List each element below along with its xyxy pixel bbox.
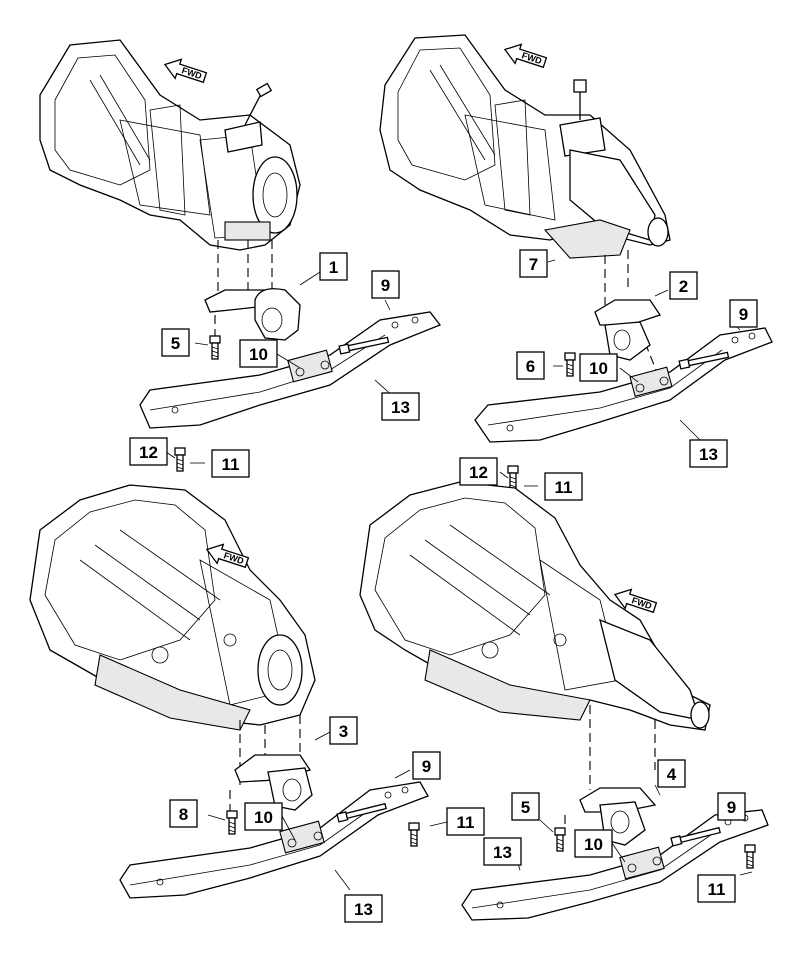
automatic-transmission-bottom-right	[359, 481, 711, 731]
svg-text:13: 13	[391, 398, 410, 417]
callout-6: 6	[516, 351, 545, 380]
callout-13: 13	[381, 392, 420, 421]
mount-1-insulator	[204, 288, 301, 341]
callout-10: 10	[574, 829, 613, 858]
callout-3: 3	[329, 716, 358, 745]
svg-text:12: 12	[469, 463, 488, 482]
svg-text:9: 9	[727, 798, 736, 817]
svg-text:3: 3	[339, 722, 348, 741]
callout-8: 8	[169, 799, 198, 828]
fwd-arrow-bottom-right: FWD	[613, 588, 658, 614]
callout-12: 12	[129, 437, 168, 466]
svg-text:1: 1	[329, 258, 338, 277]
callout-5: 5	[511, 792, 540, 821]
bolt-11-bottom-left	[408, 822, 420, 847]
automatic-transmission-bottom-left	[29, 484, 316, 731]
callout-4: 4	[657, 759, 686, 788]
svg-text:13: 13	[493, 843, 512, 862]
svg-text:5: 5	[521, 798, 530, 817]
callout-9: 9	[729, 299, 758, 328]
svg-text:13: 13	[354, 900, 373, 919]
callout-11: 11	[211, 449, 250, 478]
leader-lines-top-left	[165, 271, 396, 464]
bolt-6-top-right	[564, 352, 576, 377]
callout-7: 7	[519, 249, 548, 278]
svg-text:10: 10	[249, 345, 268, 364]
callout-1: 1	[319, 252, 348, 281]
svg-text:4: 4	[667, 765, 677, 784]
svg-text:9: 9	[422, 757, 431, 776]
dash-lines-bottom-right	[564, 705, 656, 830]
svg-text:11: 11	[708, 880, 726, 899]
callout-2: 2	[669, 271, 698, 300]
callout-boxes: 1 9 5 10 13 12 11 7 2 9 6 10 13 12 11 3 …	[129, 249, 758, 923]
bolt-12-top-left	[174, 447, 186, 472]
svg-text:11: 11	[555, 478, 573, 497]
leader-lines-bottom-left	[207, 731, 448, 891]
leader-lines-top-right	[499, 259, 741, 487]
bolt-5-bottom-right	[554, 827, 566, 852]
svg-text:10: 10	[589, 359, 608, 378]
svg-text:5: 5	[171, 334, 180, 353]
mount-2-insulator	[594, 299, 662, 361]
callout-10: 10	[244, 802, 283, 831]
bolt-12-top-right	[507, 465, 519, 490]
crossmember-13-top-right	[474, 327, 773, 443]
bolt-5-top-left	[209, 335, 221, 360]
callout-11: 11	[446, 807, 485, 836]
fwd-arrow-top-left: FWD	[163, 58, 208, 84]
svg-text:11: 11	[457, 813, 475, 832]
fwd-arrow-top-right: FWD	[503, 43, 548, 69]
svg-text:2: 2	[679, 277, 688, 296]
callout-11: 11	[544, 472, 583, 501]
callout-13: 13	[689, 439, 728, 468]
svg-text:6: 6	[526, 357, 535, 376]
callout-13: 13	[344, 894, 383, 923]
svg-text:11: 11	[222, 455, 240, 474]
mount-3-insulator	[234, 754, 313, 811]
manual-transmission-top-left	[39, 39, 301, 251]
svg-text:13: 13	[699, 445, 718, 464]
callout-9: 9	[412, 751, 441, 780]
svg-text:7: 7	[529, 255, 538, 274]
fwd-arrow-bottom-left: FWD	[205, 543, 250, 569]
bolt-11-bottom-right	[744, 844, 756, 869]
svg-text:12: 12	[139, 443, 158, 462]
callout-13: 13	[483, 837, 522, 866]
bolt-8-bottom-left	[226, 810, 238, 835]
svg-text:9: 9	[739, 305, 748, 324]
callout-9: 9	[717, 792, 746, 821]
callout-10: 10	[579, 353, 618, 382]
crossmember-13-bottom-left	[119, 781, 429, 899]
callout-10: 10	[239, 339, 278, 368]
manual-transmission-top-right	[379, 34, 671, 259]
svg-text:9: 9	[381, 276, 390, 295]
svg-text:10: 10	[584, 835, 603, 854]
callout-12: 12	[459, 457, 498, 486]
svg-text:10: 10	[254, 808, 273, 827]
crossmember-13-top-left	[139, 311, 442, 429]
callout-9: 9	[371, 270, 400, 299]
svg-text:8: 8	[179, 805, 188, 824]
callout-11: 11	[697, 874, 736, 903]
callout-5: 5	[161, 328, 190, 357]
